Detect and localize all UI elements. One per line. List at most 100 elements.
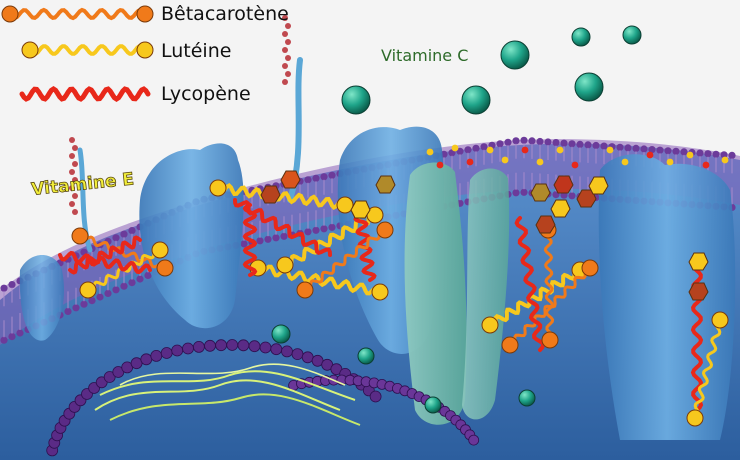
lipid-head: [520, 137, 527, 144]
glycan-bead: [282, 79, 288, 85]
vitamin-c-sphere: [462, 86, 490, 114]
glycan-bead: [72, 145, 78, 151]
vitamin-c-sphere: [519, 390, 535, 406]
betacarotene-icon-end-a: [2, 6, 18, 22]
lipid-head: [80, 301, 87, 308]
vitamin-c-label: Vitamine C: [381, 46, 468, 65]
lipid-head: [136, 275, 143, 282]
betacarotene-molecule-end-a: [72, 228, 88, 244]
glycan-bead: [282, 63, 288, 69]
lipid-head: [544, 138, 551, 145]
lipid-head: [120, 283, 127, 290]
luteine-molecule-end-a: [80, 282, 96, 298]
lipid-head: [264, 236, 271, 243]
lipid-head: [64, 308, 71, 315]
surface-dot: [647, 152, 654, 159]
lipid-head: [240, 240, 247, 247]
lipid-head: [128, 279, 135, 286]
glycan-bead: [285, 55, 291, 61]
lipid-head: [664, 147, 671, 154]
legend-label-betacarotene: Bêtacarotène: [161, 3, 289, 25]
lipid-head: [72, 304, 79, 311]
lipid-head: [536, 138, 543, 145]
lipid-head: [464, 146, 471, 153]
dna-bead: [227, 340, 238, 351]
vitamin-c-sphere: [425, 397, 441, 413]
dna-bead: [238, 340, 249, 351]
dna-bead: [469, 435, 479, 445]
lipid-head: [672, 148, 679, 155]
luteine-icon-end-b: [137, 42, 153, 58]
lipid-head: [256, 237, 263, 244]
surface-dot: [557, 147, 564, 154]
lipid-head: [280, 233, 287, 240]
surface-dot: [452, 145, 459, 152]
lipid-head: [728, 152, 735, 159]
betacarotene-molecule-end-a: [502, 337, 518, 353]
vitamin-c-sphere: [501, 41, 529, 69]
lipid-head: [16, 329, 23, 336]
lipid-head: [696, 150, 703, 157]
lipid-head: [568, 140, 575, 147]
vitamin-c-sphere: [623, 26, 641, 44]
dna-bead: [141, 354, 152, 365]
lipid-head: [328, 172, 335, 179]
glycan-bead: [69, 153, 75, 159]
surface-dot: [572, 162, 579, 169]
lipid-head: [520, 189, 527, 196]
surface-dot: [537, 159, 544, 166]
glycan-bead: [282, 47, 288, 53]
surface-dot: [703, 162, 710, 169]
lipid-head: [272, 234, 279, 241]
dna-bead: [260, 342, 271, 353]
lipid-head: [120, 231, 127, 238]
legend-label-luteine: Lutéine: [161, 40, 231, 62]
dna-bead: [302, 352, 313, 363]
transmembrane-protein-right: [599, 154, 736, 440]
lipid-head: [680, 148, 687, 155]
lipid-head: [512, 189, 519, 196]
glycan-bead: [282, 31, 288, 37]
lipid-head: [312, 227, 319, 234]
luteine-molecule-end-a: [210, 180, 226, 196]
lipid-head: [616, 144, 623, 151]
lipid-head: [560, 140, 567, 147]
dna-bead: [183, 343, 194, 354]
lipid-head: [504, 139, 511, 146]
surface-dot: [427, 149, 434, 156]
glycan-bead: [285, 71, 291, 77]
glycan-bead: [72, 161, 78, 167]
lipid-head: [600, 143, 607, 150]
lipid-head: [624, 144, 631, 151]
luteine-molecule-end-b: [152, 242, 168, 258]
lipid-head: [0, 285, 7, 292]
vitamin-c-sphere: [342, 86, 370, 114]
lipid-head: [8, 281, 15, 288]
surface-dot: [437, 162, 444, 169]
lipid-head: [104, 290, 111, 297]
betacarotene-molecule-end-b: [582, 260, 598, 276]
dna-bead: [370, 391, 381, 402]
surface-dot: [487, 147, 494, 154]
dna-bead: [271, 344, 282, 355]
lipid-head: [320, 225, 327, 232]
lipid-head: [304, 176, 311, 183]
betacarotene-molecule-end-a: [297, 282, 313, 298]
luteine-icon-end-a: [22, 42, 38, 58]
lipid-head: [304, 228, 311, 235]
luteine-molecule-end-b: [687, 410, 703, 426]
surface-dot: [502, 157, 509, 164]
lipid-head: [512, 137, 519, 144]
glycan-bead: [72, 209, 78, 215]
dna-bead: [216, 340, 227, 351]
luteine-molecule-end-b: [337, 197, 353, 213]
lipid-head: [568, 192, 575, 199]
lipid-head: [576, 141, 583, 148]
lipid-head: [112, 234, 119, 241]
betacarotene-molecule-end-b: [377, 222, 393, 238]
surface-dot: [722, 157, 729, 164]
glycan-bead: [69, 137, 75, 143]
lipid-head: [96, 293, 103, 300]
